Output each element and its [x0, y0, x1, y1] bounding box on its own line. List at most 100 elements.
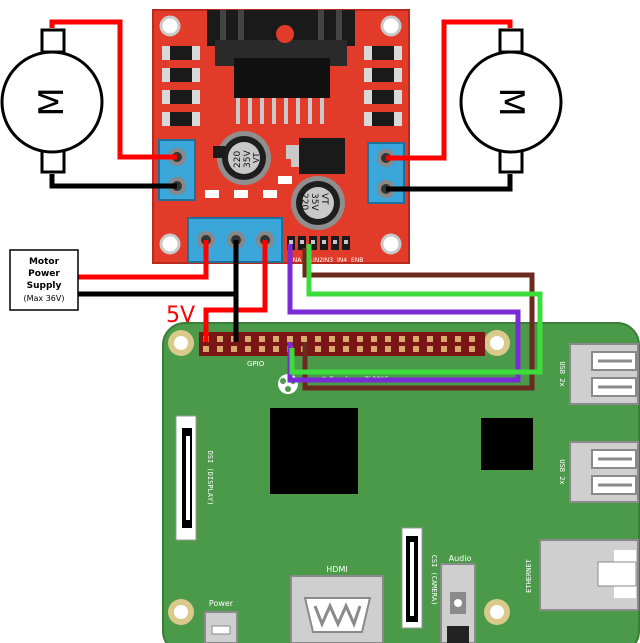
gpio-pin [203, 346, 209, 352]
ic-pin [272, 98, 276, 124]
power-box-line1: Motor [29, 257, 60, 267]
gpio-pin [469, 346, 475, 352]
mounting-hole-top-left [168, 330, 194, 356]
pin-label-in3: IN3 [323, 257, 333, 264]
mounting-hole-top-right [484, 330, 510, 356]
wire-right-motor-black [386, 174, 513, 192]
diode [170, 46, 192, 60]
usb-port-top [569, 343, 639, 405]
diode-lead [364, 90, 372, 104]
gpio-pin [287, 336, 293, 342]
diode [170, 90, 192, 104]
driver-hole-tl [159, 15, 181, 37]
ic-pin [308, 98, 312, 124]
gpio-pin [301, 336, 307, 342]
gpio-pin [315, 336, 321, 342]
voltage-regulator [291, 138, 345, 174]
motor-left: M [0, 28, 104, 174]
diode-lead [162, 112, 170, 126]
diode-lead [192, 90, 200, 104]
wire-green [289, 244, 543, 375]
input-header [287, 236, 350, 250]
gpio-pin [245, 346, 251, 352]
diode-lead [364, 46, 372, 60]
diode-lead [364, 112, 372, 126]
wire-right-motor-red [386, 19, 513, 161]
gpio-pin [273, 346, 279, 352]
ic-pin [248, 98, 252, 124]
terminal-right [367, 142, 405, 204]
gpio-pin [455, 346, 461, 352]
smd-resistor [205, 190, 219, 198]
gpio-pin [343, 336, 349, 342]
csi-connector [401, 527, 423, 629]
gpio-pin [259, 346, 265, 352]
heatsink [207, 10, 355, 98]
gpio-pin [399, 346, 405, 352]
audio-jack [440, 563, 476, 643]
power-port [204, 611, 238, 643]
diode-lead [394, 112, 402, 126]
hdmi-port [290, 575, 384, 643]
l298n-pins [236, 98, 324, 124]
usb-bottom-label: USB 2x [558, 459, 566, 484]
gpio-pin [427, 336, 433, 342]
lan-chip [481, 418, 533, 470]
power-box-line2: Power [28, 269, 60, 279]
gpio-pin [441, 336, 447, 342]
gpio-pin [357, 346, 363, 352]
smd-resistor [278, 176, 292, 184]
gpio-pin [329, 336, 335, 342]
header-pin-contact [311, 240, 315, 244]
csi-label: CSI (CAMERA) [430, 555, 438, 606]
cap-top-value: 220 [233, 151, 243, 168]
header-pin-contact [333, 240, 337, 244]
diode-lead [192, 46, 200, 60]
gpio-pin [371, 346, 377, 352]
pin-label-ena: ENA [289, 257, 302, 264]
ic-pin [260, 98, 264, 124]
soc-chip [270, 408, 358, 494]
diodes-right [364, 46, 402, 126]
gpio-pin [469, 336, 475, 342]
gpio-pin [259, 336, 265, 342]
gpio-pin [399, 336, 405, 342]
gpio-pin [441, 346, 447, 352]
gpio-pin [385, 346, 391, 352]
audio-label: Audio [449, 554, 472, 563]
motor-right-symbol: M [491, 87, 531, 116]
driver-hole-tr [380, 15, 402, 37]
cap-top-volt: 35V [243, 150, 253, 168]
pin-label-in2: IN2 [313, 257, 323, 264]
gpio-header [199, 332, 485, 356]
diodes-left [162, 46, 200, 126]
usb-top-label: USB 2x [558, 361, 566, 386]
capacitor-top: 220 35V VT [217, 131, 271, 185]
wire-left-motor-black [49, 174, 177, 189]
diode-lead [162, 46, 170, 60]
driver-hole-bl [159, 233, 181, 255]
gpio-pin [413, 346, 419, 352]
diode [372, 68, 394, 82]
header-pin-contact [344, 240, 348, 244]
gpio-pin [217, 336, 223, 342]
mounting-hole-bottom-right [484, 599, 510, 625]
hdmi-label: HDMI [326, 565, 347, 574]
cap-top-series: VT [252, 153, 261, 163]
ic-pin [284, 98, 288, 124]
header-pin-contact [322, 240, 326, 244]
smd-resistor [234, 190, 248, 198]
driver-hole-br [380, 233, 402, 255]
pin-label-in4: IN4 [337, 257, 347, 264]
smd-led [213, 146, 225, 158]
gpio-pin [273, 336, 279, 342]
diode [170, 112, 192, 126]
five-volt-label: 5V [166, 303, 195, 328]
wire-left-motor-red [49, 19, 177, 160]
gpio-pin [245, 336, 251, 342]
terminal-left [158, 139, 196, 201]
gpio-pin [357, 336, 363, 342]
motor-driver-board: 220 35V VT VT 35V 220 [152, 9, 410, 264]
gpio-label: GPIO [247, 360, 265, 368]
